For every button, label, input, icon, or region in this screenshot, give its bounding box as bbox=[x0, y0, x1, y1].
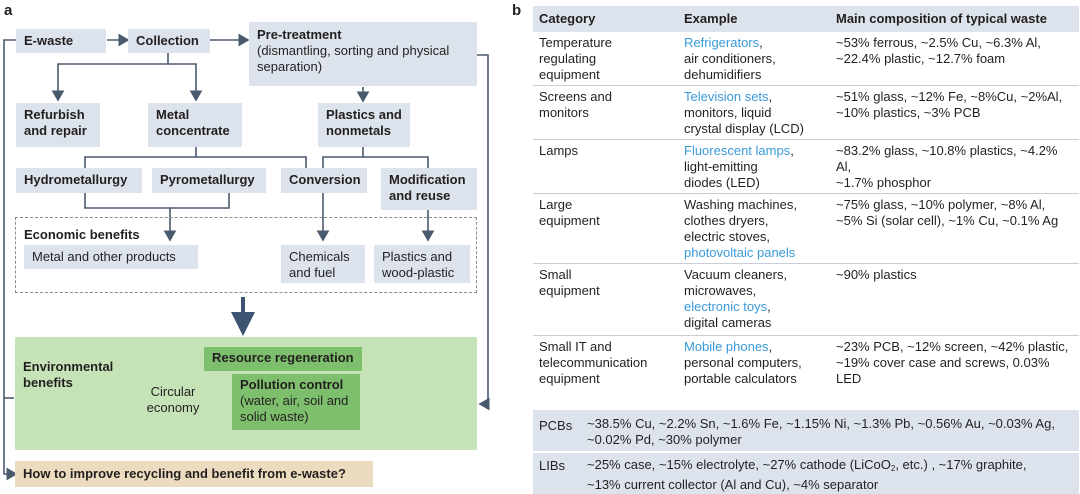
example-highlight: Fluorescent lamps bbox=[684, 143, 791, 158]
refurbish-line-2: and repair bbox=[24, 123, 87, 138]
example-cell: Vacuum cleaners, microwaves, electronic … bbox=[678, 263, 830, 336]
refurbish-line-1: Refurbish bbox=[24, 107, 85, 122]
env-line-2: benefits bbox=[23, 375, 73, 390]
table-header-row: Category Example Main composition of typ… bbox=[533, 6, 1079, 32]
pollution-control-box: Pollution control (water, air, soil and … bbox=[232, 374, 360, 430]
example-cell: Television sets, monitors, liquid crysta… bbox=[678, 85, 830, 140]
modification-line-2: and reuse bbox=[389, 188, 451, 203]
circular-line-2: economy bbox=[146, 400, 200, 415]
composition-cell: ~83.2% glass, ~10.8% plastics, ~4.2% Al,… bbox=[830, 139, 1079, 194]
panel-b-letter: b bbox=[512, 2, 522, 19]
table-row: LIBs ~25% case, ~15% electrolyte, ~27% c… bbox=[533, 451, 1079, 494]
libs-text-1: ~25% case, ~15% electrolyte, ~27% cathod… bbox=[587, 457, 891, 472]
refurbish-box: Refurbish and repair bbox=[16, 103, 100, 147]
libs-label: LIBs bbox=[533, 451, 581, 494]
table-row: PCBs ~38.5% Cu, ~2.2% Sn, ~1.6% Fe, ~1.1… bbox=[533, 410, 1079, 452]
pcbs-label: PCBs bbox=[539, 418, 573, 433]
economic-benefits-title: Economic benefits bbox=[24, 227, 140, 242]
example-highlight: electronic toys bbox=[684, 299, 768, 314]
example-cell: Fluorescent lamps, light-emitting diodes… bbox=[678, 139, 830, 194]
example-rest: , monitors, liquid crystal display (LCD) bbox=[684, 89, 804, 136]
pretreatment-box: Pre-treatment (dismantling, sorting and … bbox=[249, 22, 477, 86]
pollution-detail-2: solid waste) bbox=[240, 409, 309, 424]
table-row: Small equipment Vacuum cleaners, microwa… bbox=[533, 263, 1079, 336]
metal-line-1: Metal bbox=[156, 107, 190, 122]
composition-cell: ~53% ferrous, ~2.5% Cu, ~6.3% Al, ~22.4%… bbox=[830, 32, 1079, 86]
composition-table: Category Example Main composition of typ… bbox=[533, 6, 1079, 394]
table-row: Large equipment Washing machines, clothe… bbox=[533, 193, 1079, 264]
env-line-1: Environmental bbox=[23, 359, 114, 374]
category-cell: Lamps bbox=[533, 139, 678, 194]
category-cell: Large equipment bbox=[533, 193, 678, 264]
pcbs-composition: ~38.5% Cu, ~2.2% Sn, ~1.6% Fe, ~1.15% Ni… bbox=[587, 416, 1055, 447]
resource-regeneration-box: Resource regeneration bbox=[204, 347, 362, 371]
example-rest: , personal computers, portable calculato… bbox=[684, 339, 802, 386]
circular-line-1: Circular bbox=[150, 384, 196, 399]
panel-a-letter: a bbox=[4, 2, 13, 19]
header-composition: Main composition of typical waste bbox=[830, 6, 1079, 32]
metal-concentrate-box: Metal concentrate bbox=[148, 103, 242, 147]
table-row: Temperature regulating equipment Refrige… bbox=[533, 32, 1079, 86]
modification-box: Modification and reuse bbox=[381, 168, 477, 210]
libs-text-2: , etc.) , ~17% graphite, ~13% current co… bbox=[587, 457, 1027, 492]
plastics-wood-line-2: wood-plastic bbox=[382, 265, 455, 280]
example-before: Washing machines, clothes dryers, electr… bbox=[684, 197, 797, 244]
example-highlight: Refrigerators bbox=[684, 35, 760, 50]
modification-line-1: Modification bbox=[389, 172, 466, 187]
example-highlight: photovoltaic panels bbox=[684, 245, 796, 260]
plastics-line-2: nonmetals bbox=[326, 123, 392, 138]
composition-cell: ~75% glass, ~10% polymer, ~8% Al, ~5% Si… bbox=[830, 193, 1079, 264]
header-example: Example bbox=[678, 6, 830, 32]
table-row: Small IT and telecommunication equipment… bbox=[533, 336, 1079, 394]
header-category: Category bbox=[533, 6, 678, 32]
table-row: Screens and monitors Television sets, mo… bbox=[533, 85, 1079, 140]
category-cell: Small IT and telecommunication equipment bbox=[539, 339, 648, 386]
category-cell: Screens and monitors bbox=[533, 85, 678, 140]
question-box: How to improve recycling and benefit fro… bbox=[15, 461, 373, 487]
plastics-line-1: Plastics and bbox=[326, 107, 402, 122]
example-highlight: Mobile phones bbox=[684, 339, 769, 354]
table-row: Lamps Fluorescent lamps, light-emitting … bbox=[533, 139, 1079, 194]
hydrometallurgy-box: Hydrometallurgy bbox=[16, 168, 142, 193]
example-cell: Washing machines, clothes dryers, electr… bbox=[678, 193, 830, 264]
chemicals-line-2: and fuel bbox=[289, 265, 336, 280]
libs-subscript: 2 bbox=[890, 464, 896, 473]
pollution-detail-1: (water, air, soil and bbox=[240, 393, 349, 408]
example-cell: Mobile phones, personal computers, porta… bbox=[678, 336, 830, 394]
pyrometallurgy-box: Pyrometallurgy bbox=[152, 168, 266, 193]
environmental-benefits-title: Environmental benefits bbox=[23, 359, 113, 391]
chemicals-fuel-box: Chemicals and fuel bbox=[281, 245, 365, 283]
composition-cell: ~23% PCB, ~12% screen, ~42% plastic, ~19… bbox=[836, 339, 1069, 386]
pretreatment-title: Pre-treatment bbox=[257, 27, 342, 42]
plastics-wood-line-1: Plastics and bbox=[382, 249, 453, 264]
circular-economy-label: Circular economy bbox=[140, 384, 206, 416]
chemicals-line-1: Chemicals bbox=[289, 249, 350, 264]
plastics-wood-box: Plastics and wood-plastic bbox=[374, 245, 470, 283]
conversion-box: Conversion bbox=[281, 168, 367, 193]
example-highlight: Television sets bbox=[684, 89, 769, 104]
pollution-control-title: Pollution control bbox=[240, 377, 344, 392]
ewaste-box: E-waste bbox=[16, 29, 106, 53]
collection-box: Collection bbox=[128, 29, 210, 53]
libs-composition: ~25% case, ~15% electrolyte, ~27% cathod… bbox=[581, 451, 1079, 494]
category-cell: Small equipment bbox=[533, 263, 678, 336]
plastics-nonmetals-box: Plastics and nonmetals bbox=[318, 103, 410, 147]
example-rest: , air conditioners, dehumidifiers bbox=[684, 35, 776, 82]
example-rest: , digital cameras bbox=[684, 299, 772, 330]
example-before: Vacuum cleaners, microwaves, bbox=[684, 267, 788, 298]
metal-line-2: concentrate bbox=[156, 123, 230, 138]
composition-cell: ~90% plastics bbox=[830, 263, 1079, 336]
category-cell: Temperature regulating equipment bbox=[533, 32, 678, 86]
metal-products-box: Metal and other products bbox=[24, 245, 198, 269]
pcb-lib-table: PCBs ~38.5% Cu, ~2.2% Sn, ~1.6% Fe, ~1.1… bbox=[533, 410, 1079, 494]
example-rest: , light-emitting diodes (LED) bbox=[684, 143, 794, 190]
composition-cell: ~51% glass, ~12% Fe, ~8%Cu, ~2%Al, ~10% … bbox=[830, 85, 1079, 140]
economic-benefits-frame bbox=[15, 217, 477, 293]
pretreatment-detail: (dismantling, sorting and physical separ… bbox=[257, 43, 450, 74]
example-cell: Refrigerators, air conditioners, dehumid… bbox=[678, 32, 830, 86]
